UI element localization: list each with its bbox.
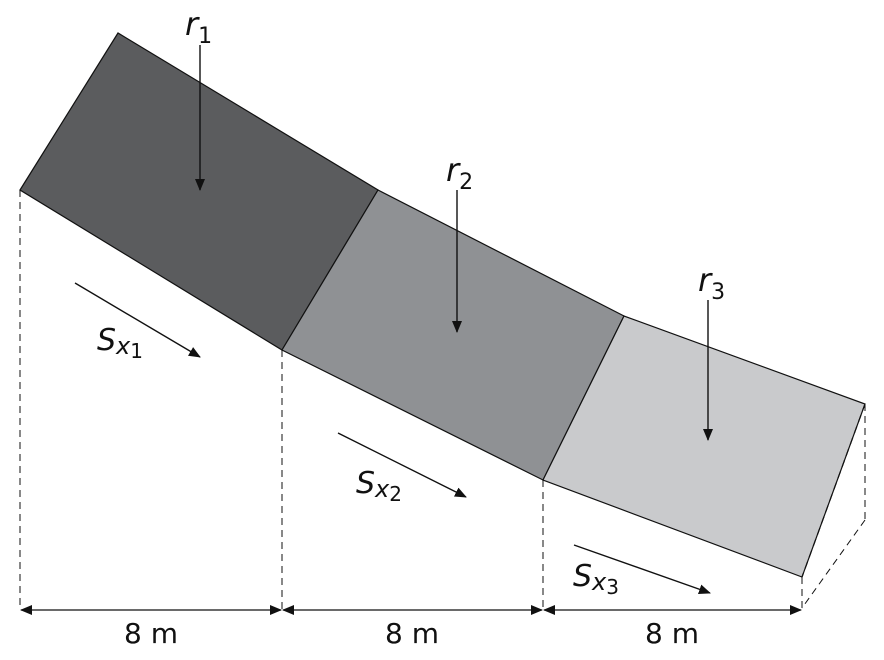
slope-arrow-3 [573, 544, 711, 595]
dimension-label-1: 8 m [124, 617, 178, 650]
slope-arrow-1 [74, 282, 201, 358]
slope-arrow-2 [337, 432, 467, 498]
slope-label-3: Sx3 [573, 559, 619, 599]
slope-label-1: Sx1 [97, 323, 143, 363]
rainfall-label-2: r2 [446, 151, 473, 195]
rainfall-label-3: r3 [698, 261, 725, 305]
right-edge-dashed [801, 403, 866, 578]
rainfall-label-1: r1 [185, 5, 212, 49]
side-face-dashed-bottom [801, 519, 866, 609]
slope-label-2: Sx2 [356, 466, 402, 506]
dimension-label-2: 8 m [385, 617, 439, 650]
dimension-label-3: 8 m [645, 617, 699, 650]
